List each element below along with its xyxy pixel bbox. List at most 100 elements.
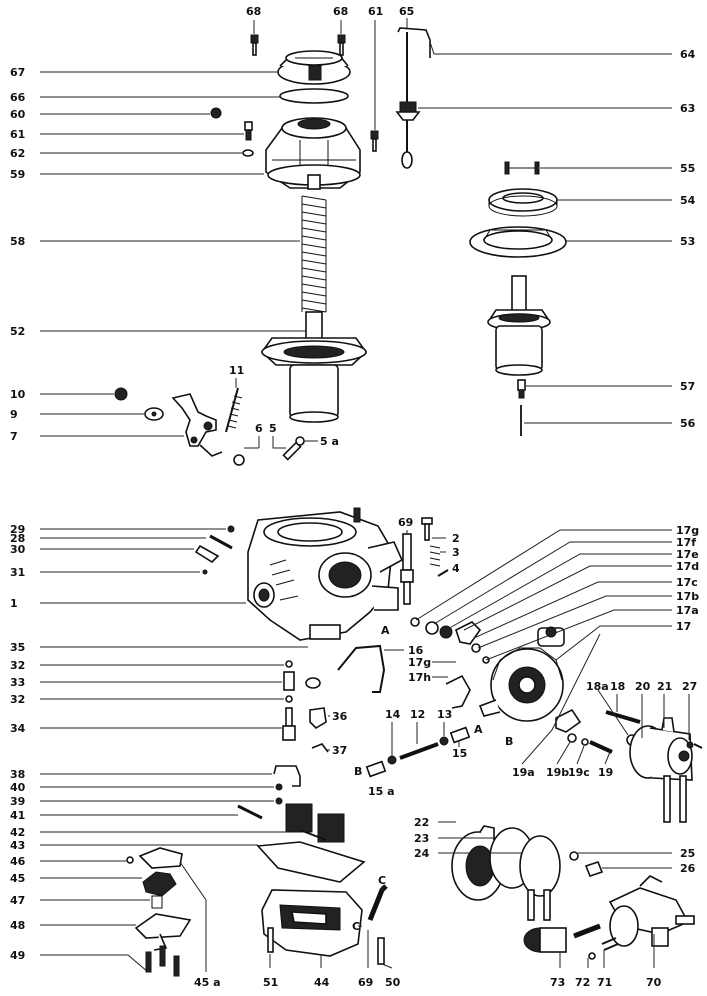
label-57: 57: [680, 380, 695, 393]
label-62: 62: [10, 147, 25, 160]
label-1: 1: [10, 597, 18, 610]
lever-7: [171, 393, 223, 457]
label-17h: 17h: [408, 671, 431, 684]
carburetor-body-1: [247, 507, 404, 641]
label-46: 46: [10, 855, 26, 868]
label-5: 5: [269, 422, 277, 435]
label-26: 26: [680, 862, 696, 875]
label-45a: 45 a: [194, 976, 221, 989]
screw-68-right: [337, 34, 346, 56]
label-17d: 17d: [676, 560, 699, 573]
label-47: 47: [10, 894, 25, 907]
valve-30: [194, 544, 220, 564]
label-9: 9: [10, 408, 18, 421]
nut-10: [114, 387, 128, 401]
label-C-bowl: C: [352, 920, 360, 933]
label-21: 21: [657, 680, 672, 693]
label-20: 20: [635, 680, 651, 693]
piston-assembly-right: [487, 275, 551, 376]
label-2: 2: [452, 532, 460, 545]
label-17e: 17e: [676, 548, 699, 561]
label-60: 60: [10, 108, 26, 121]
label-61-top: 61: [368, 5, 383, 18]
pin-41: [237, 804, 263, 820]
label-59: 59: [10, 168, 25, 181]
label-33: 33: [10, 676, 25, 689]
label-51: 51: [263, 976, 278, 989]
label-17g: 17g: [676, 524, 699, 537]
tube-69-upper: [400, 533, 414, 605]
ball-39: [275, 797, 283, 805]
label-44: 44: [314, 976, 330, 989]
label-42: 42: [10, 826, 25, 839]
label-49: 49: [10, 949, 25, 962]
seal-35: [305, 677, 321, 689]
label-67: 67: [10, 66, 25, 79]
screw-68-left: [250, 34, 259, 56]
label-A-body: A: [381, 624, 390, 637]
label-37: 37: [332, 744, 347, 757]
label-19c: 19c: [568, 766, 590, 779]
label-22: 22: [414, 816, 429, 829]
label-15a: 15 a: [368, 785, 395, 798]
label-28: 28: [10, 532, 25, 545]
leader-lines: [40, 18, 690, 973]
label-48: 48: [10, 919, 25, 932]
screw-18: [605, 710, 641, 724]
pump-20-21: [629, 717, 703, 823]
screw-50: [377, 937, 385, 965]
label-10: 10: [10, 388, 26, 401]
screw-2: [421, 517, 433, 541]
label-71: 71: [597, 976, 612, 989]
washer-9: [144, 407, 164, 421]
plug-60: [210, 107, 222, 119]
label-25: 25: [680, 847, 695, 860]
pins-55: [504, 161, 540, 175]
label-61: 61: [10, 128, 25, 141]
screw-19: [589, 740, 613, 754]
label-7: 7: [10, 430, 18, 443]
label-53: 53: [680, 235, 695, 248]
label-72: 72: [575, 976, 590, 989]
valve-19a: [555, 708, 582, 733]
spring-58: [301, 195, 327, 313]
damper-rod-65: [395, 27, 431, 169]
label-18: 18: [610, 680, 625, 693]
pin-4: [437, 569, 449, 577]
label-30: 30: [10, 543, 26, 556]
label-31: 31: [10, 566, 25, 579]
label-55: 55: [680, 162, 695, 175]
part-number-labels: 68 68 61 65 67 64 66 60 63 61 62 59 55 5…: [10, 5, 699, 989]
piston-52: [260, 311, 368, 423]
choke-housing-17: [478, 626, 565, 722]
label-18a: 18a: [586, 680, 609, 693]
label-27: 27: [682, 680, 697, 693]
screw-34: [282, 707, 296, 741]
diaphragm-53: [469, 226, 567, 258]
ring-54: [488, 188, 558, 217]
diaphragm-assembly-22-24: [451, 825, 604, 921]
label-6: 6: [255, 422, 263, 435]
label-41: 41: [10, 809, 25, 822]
label-52: 52: [10, 325, 25, 338]
label-15: 15: [452, 747, 467, 760]
label-4: 4: [452, 562, 460, 575]
label-24: 24: [414, 847, 430, 860]
screw-61-right: [370, 130, 379, 152]
spring-3: [429, 545, 441, 567]
label-19a: 19a: [512, 766, 535, 779]
label-3: 3: [452, 546, 460, 559]
seal-ring-66: [279, 88, 349, 104]
label-69-bottom: 69: [358, 976, 373, 989]
washer-19b: [567, 733, 577, 743]
chamber-body-59: [265, 117, 361, 190]
float-42: [285, 803, 345, 843]
bush-15a: [365, 760, 387, 778]
label-B-housing: B: [505, 735, 513, 748]
ring-14: [387, 755, 397, 765]
label-5a: 5 a: [320, 435, 339, 448]
valve-assembly-45-48: [126, 847, 192, 977]
ring-32b: [285, 695, 293, 703]
